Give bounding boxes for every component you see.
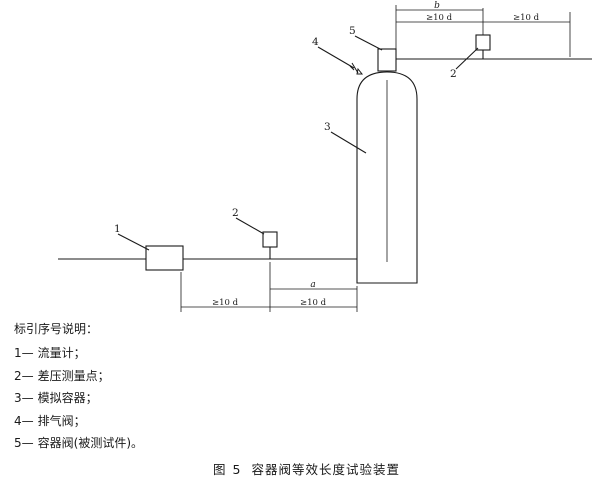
legend-item-number: 4— (14, 414, 34, 428)
flow-meter (145, 245, 184, 271)
callout-4: 4 (312, 36, 319, 48)
legend-item-number: 5— (14, 436, 34, 450)
container-valve (377, 48, 397, 72)
pressure-tap-upper (475, 34, 491, 51)
callout-3: 3 (324, 121, 331, 133)
callout-5: 5 (349, 25, 356, 37)
legend-item: 1— 流量计； (14, 345, 86, 361)
legend-item-number: 3— (14, 391, 34, 405)
callout-2-lower: 2 (232, 207, 239, 219)
legend-item-number: 1— (14, 346, 34, 360)
legend-item-text: 排气阀； (37, 414, 86, 428)
legend-item-text: 差压测量点； (37, 369, 110, 383)
legend-item: 4— 排气阀； (14, 413, 86, 429)
dim-tap-to-outlet: ≥10 d (513, 13, 540, 23)
caption-prefix: 图 (213, 462, 227, 477)
legend-item-text: 流量计； (37, 346, 86, 360)
dim-flowmeter-to-tap: ≥10 d (212, 298, 239, 308)
caption-title: 容器阀等效长度试验装置 (251, 462, 400, 477)
legend-item-text: 容器阀(被测试件)。 (37, 436, 144, 450)
dim-label-a: a (310, 280, 315, 290)
legend-item: 5— 容器阀(被测试件)。 (14, 435, 143, 451)
callout-2-upper: 2 (450, 68, 457, 80)
dim-tap-to-vessel: ≥10 d (300, 298, 327, 308)
caption-number: 5 (232, 462, 242, 477)
callout-1: 1 (114, 223, 121, 235)
legend-item-number: 2— (14, 369, 34, 383)
legend-item-text: 模拟容器； (37, 391, 98, 405)
legend-item: 3— 模拟容器； (14, 390, 98, 406)
pressure-tap-lower (262, 231, 278, 248)
legend-title: 标引序号说明： (14, 322, 99, 336)
legend-item: 2— 差压测量点； (14, 368, 110, 384)
dim-label-b: b (434, 1, 440, 11)
dim-valve-to-tap: ≥10 d (426, 13, 453, 23)
bleed-valve (349, 62, 364, 75)
